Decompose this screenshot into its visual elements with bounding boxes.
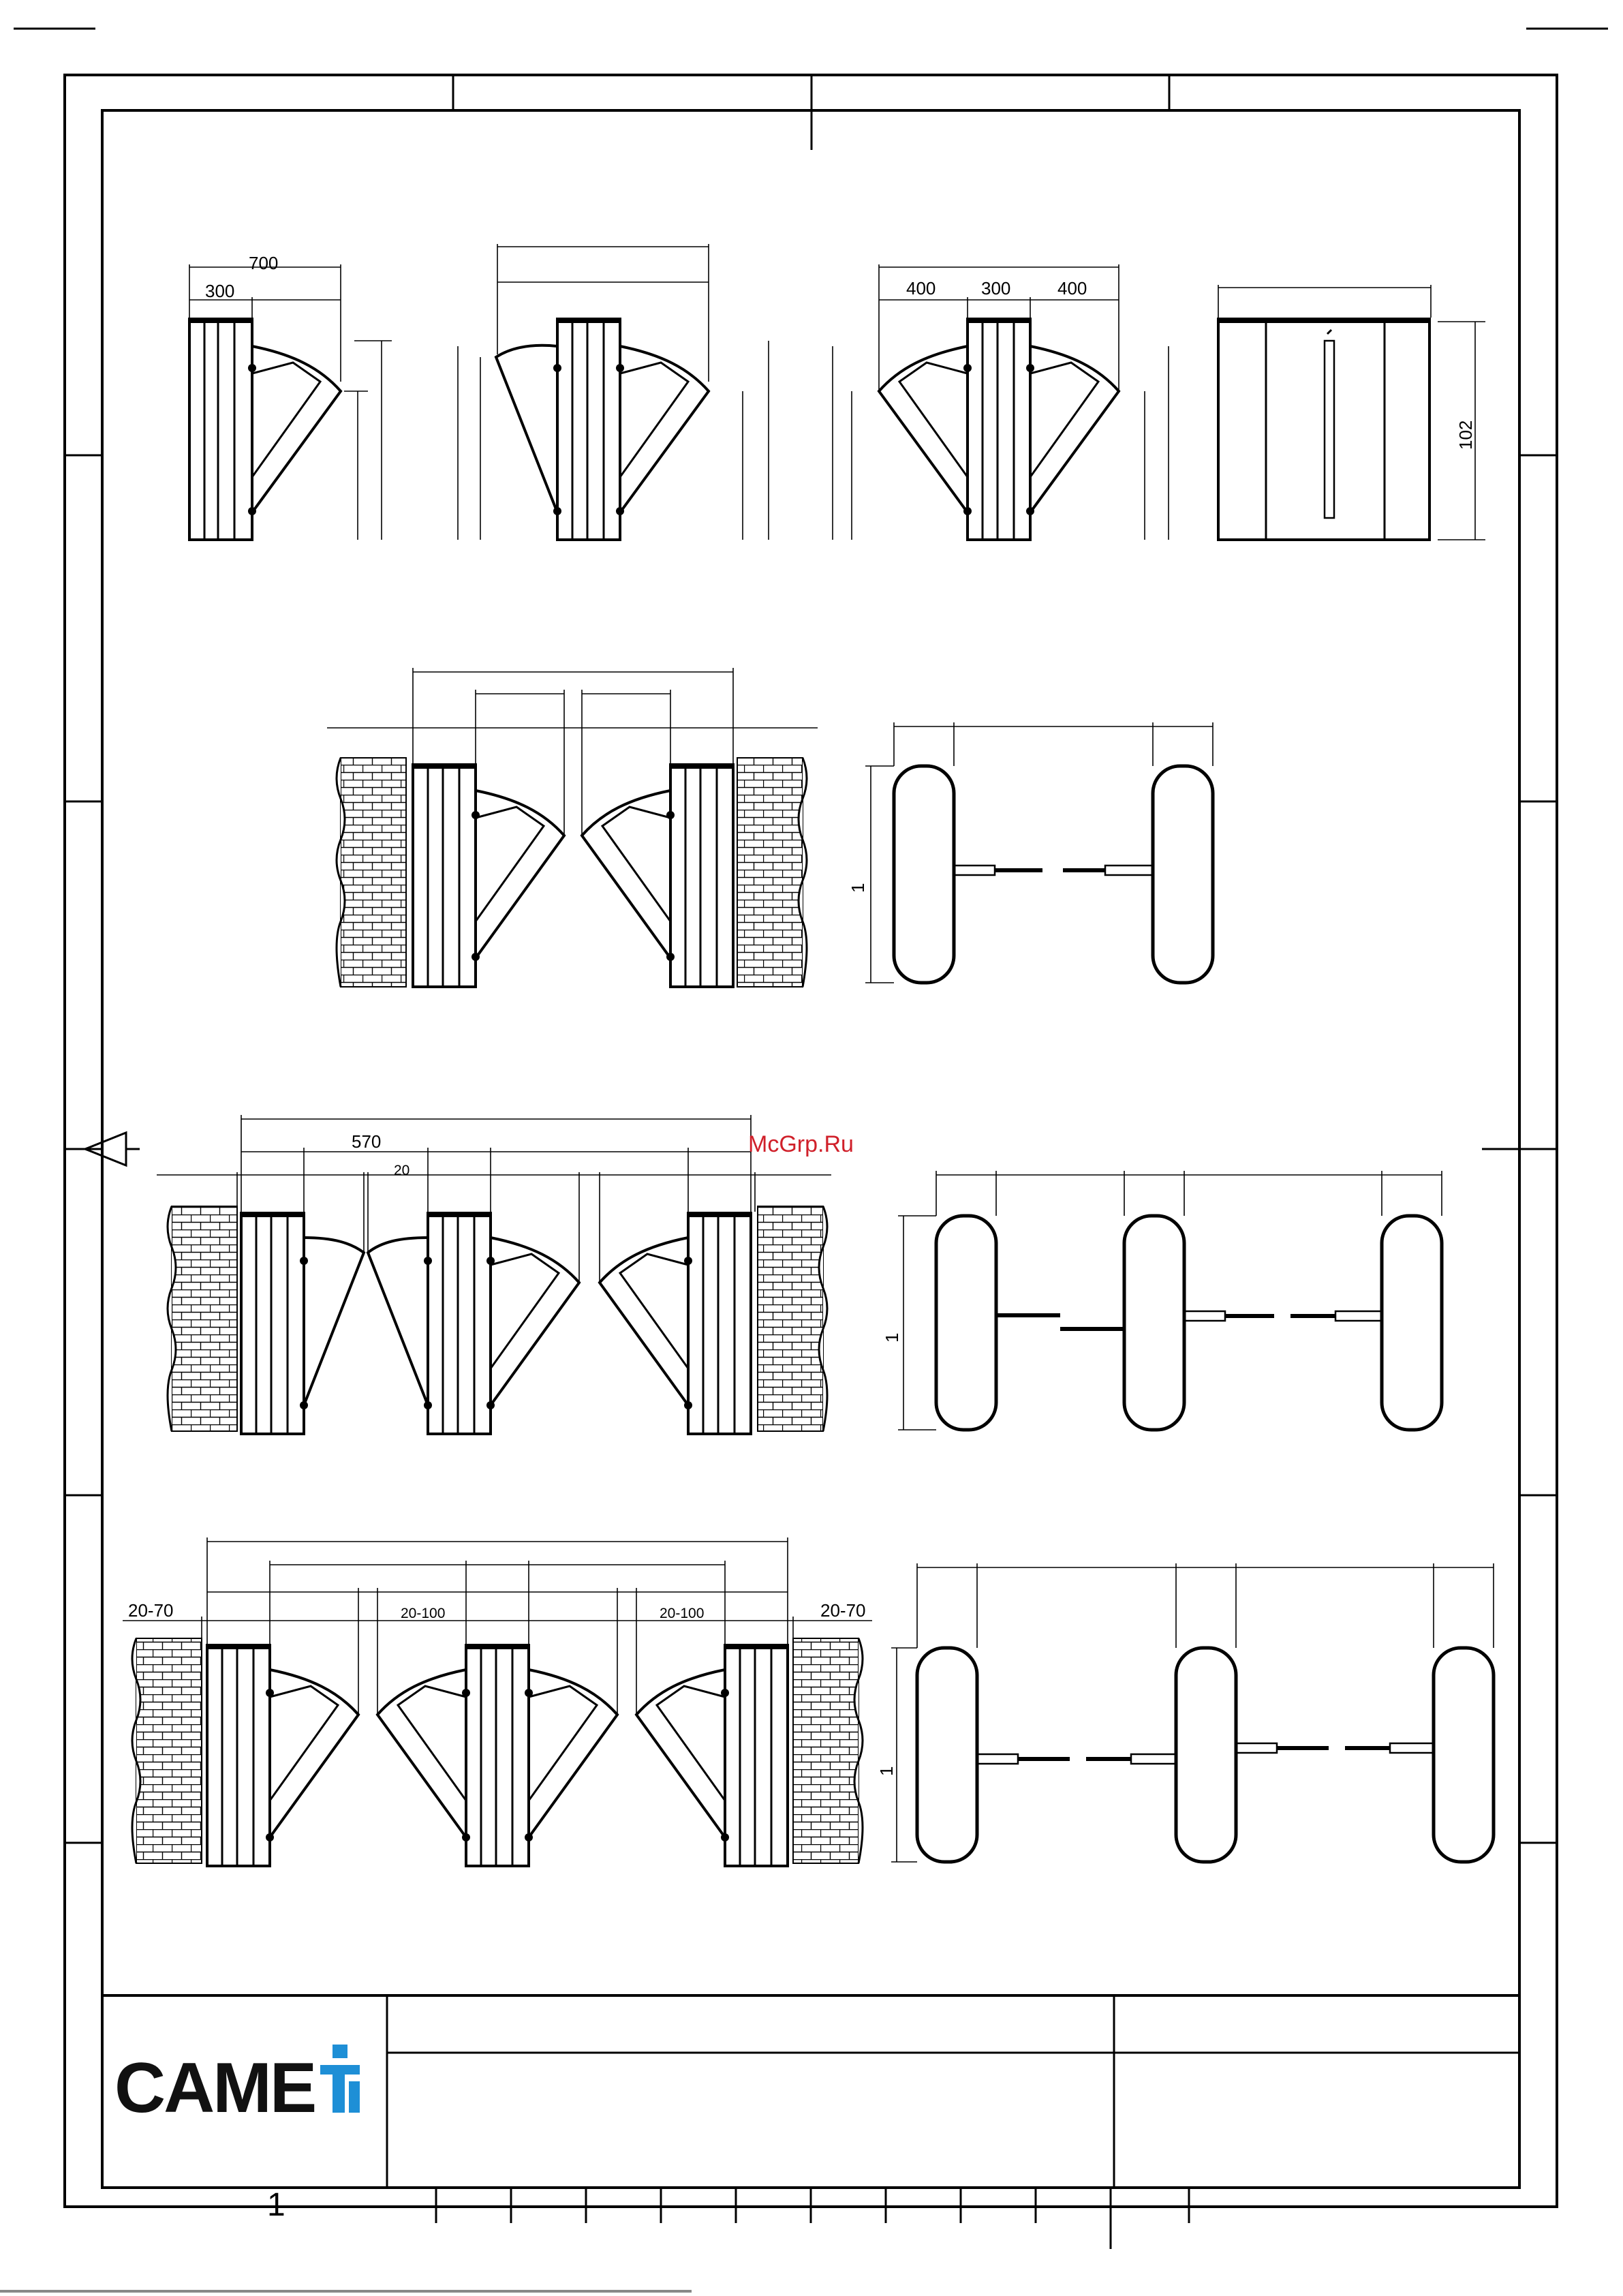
dim-300-mid: 300 [981, 278, 1010, 299]
dim-400-left: 400 [906, 278, 936, 299]
dim-20-70-right: 20-70 [820, 1600, 866, 1621]
came-logo: CAME [114, 2048, 315, 2129]
scheme2-label: 1 [848, 883, 868, 893]
row3-scheme: 1 [882, 1171, 1442, 1430]
scheme4-label: 1 [876, 1766, 897, 1776]
watermark: McGrp.Ru [748, 1131, 854, 1158]
row2-pair [327, 668, 818, 987]
dim-700: 700 [249, 253, 278, 273]
row2-scheme: 1 [848, 722, 1213, 983]
dim-20-70-left: 20-70 [128, 1600, 174, 1621]
row4-scheme: 1 [876, 1563, 1494, 1862]
came-logo-icon [320, 2045, 360, 2113]
dim-20-100-left: 20-100 [401, 1606, 445, 1621]
row4-triple: 20-70 20-100 20-100 20-70 [123, 1537, 872, 1866]
dim-20-100-right: 20-100 [660, 1606, 704, 1621]
dim-102: 102 [1455, 420, 1476, 450]
dim-400-right: 400 [1057, 278, 1087, 299]
row1-side-view: 102 [1217, 285, 1485, 540]
row1-unit-2 [458, 244, 769, 540]
row3-triple: 570 20 [157, 1115, 831, 1434]
dim-570: 570 [352, 1131, 381, 1152]
row1-unit-1: 700 300 [188, 253, 392, 540]
dim-20: 20 [394, 1163, 409, 1178]
scheme3-label: 1 [882, 1333, 902, 1343]
dim-300: 300 [205, 281, 234, 301]
row1-unit-3: 400 300 400 [833, 264, 1169, 540]
page-number: 1 [267, 2186, 285, 2224]
